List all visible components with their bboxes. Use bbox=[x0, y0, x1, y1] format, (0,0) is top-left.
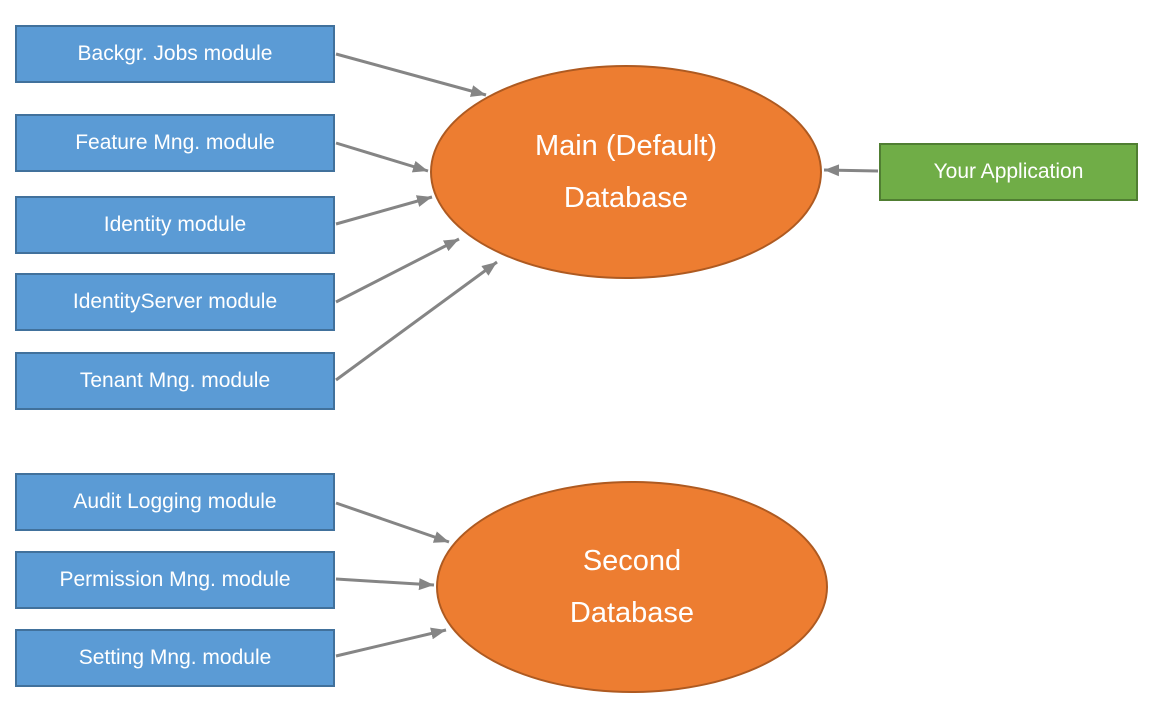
module-label: Tenant Mng. module bbox=[79, 369, 271, 392]
module-label: Identity module bbox=[103, 213, 247, 236]
arrow-identity-to-main-db bbox=[335, 195, 433, 226]
module-label: Backgr. Jobs module bbox=[77, 42, 273, 65]
database-label-line2: Database bbox=[569, 597, 695, 629]
module-label: Feature Mng. module bbox=[75, 131, 275, 154]
module-box-tenant-mng: Tenant Mng. module bbox=[15, 352, 335, 410]
main-database-ellipse: Main (Default) Database bbox=[430, 65, 822, 279]
module-box-identity: Identity module bbox=[15, 196, 335, 254]
arrow-identityserver-to-main-db bbox=[335, 237, 460, 304]
arrow-backgr-jobs-to-main-db bbox=[335, 52, 487, 97]
module-label: Permission Mng. module bbox=[59, 568, 291, 591]
module-box-setting-mng: Setting Mng. module bbox=[15, 629, 335, 687]
arrow-audit-logging-to-second-db bbox=[335, 501, 450, 544]
application-label: Your Application bbox=[933, 160, 1084, 183]
database-label-line1: Second bbox=[582, 545, 682, 577]
database-label-line2: Database bbox=[563, 182, 689, 214]
arrow-permission-mng-to-second-db bbox=[335, 577, 435, 591]
module-box-backgr-jobs: Backgr. Jobs module bbox=[15, 25, 335, 83]
database-label-line1: Main (Default) bbox=[534, 130, 718, 162]
your-application-box: Your Application bbox=[879, 143, 1138, 201]
arrow-your-application-to-main-db bbox=[823, 164, 879, 177]
module-label: Audit Logging module bbox=[73, 490, 277, 513]
module-box-audit-logging: Audit Logging module bbox=[15, 473, 335, 531]
arrow-setting-mng-to-second-db bbox=[335, 627, 447, 658]
second-database-ellipse: Second Database bbox=[436, 481, 828, 693]
module-label: Setting Mng. module bbox=[78, 646, 272, 669]
module-box-permission-mng: Permission Mng. module bbox=[15, 551, 335, 609]
arrow-feature-mng-to-main-db bbox=[335, 141, 429, 173]
arrow-tenant-mng-to-main-db bbox=[335, 260, 498, 382]
module-label: IdentityServer module bbox=[72, 290, 278, 313]
module-box-identityserver: IdentityServer module bbox=[15, 273, 335, 331]
module-box-feature-mng: Feature Mng. module bbox=[15, 114, 335, 172]
